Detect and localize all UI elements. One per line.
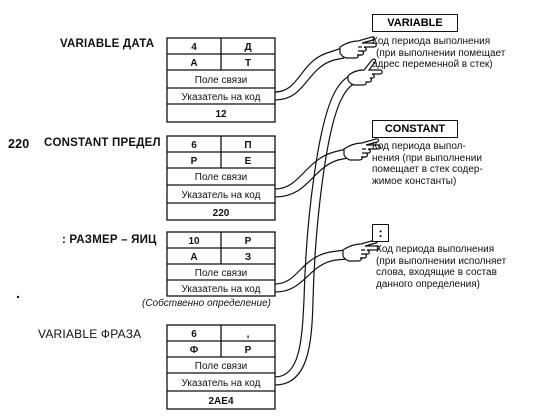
note-line: данного определения) <box>376 278 480 290</box>
routine-note-colon: Код периода выполнения (при выполнении и… <box>376 244 506 290</box>
param-field: 220 <box>213 208 230 219</box>
cell: 6 <box>191 329 197 340</box>
link-field: Поле связи <box>195 75 248 86</box>
pointing-hand-icon <box>342 239 380 262</box>
cell: Е <box>245 156 252 167</box>
param-field: 2АЕ4 <box>208 396 233 407</box>
stray-dot <box>16 295 20 299</box>
code-pointer: Указатель на код <box>182 190 261 201</box>
cell: Т <box>245 58 251 69</box>
cell: З <box>245 252 251 263</box>
param-field: 12 <box>215 109 227 120</box>
note-line: слова, входящие в состав <box>376 267 497 278</box>
cell: 6 <box>191 140 197 151</box>
note-line: Код периода выпол- <box>372 141 466 152</box>
note-line: Код периода выполнения <box>372 36 491 47</box>
cell: , <box>247 329 250 340</box>
cell: Д <box>244 42 251 53</box>
cell: А <box>190 58 197 69</box>
pointer-tube-4 <box>274 73 353 378</box>
code-pointer: Указатель на код <box>182 378 261 389</box>
note-line: нения (при выполнении <box>372 152 482 164</box>
word-block-data <box>166 37 276 123</box>
routine-note-variable: Код периода выполнения (при выполнении п… <box>372 36 505 71</box>
note-line: помещает в стек содер- <box>372 164 483 175</box>
label-variable-phrase: VARIABLE ФРАЗА <box>38 327 142 341</box>
label-variable-data: VARIABLE ДАТА <box>60 38 155 50</box>
code-pointer: Указатель на код <box>182 92 261 103</box>
routine-header-constant: CONSTANT <box>372 120 458 138</box>
routine-header-variable: VARIABLE <box>372 14 458 32</box>
routine-note-constant: Код периода выпол- нения (при выполнении… <box>372 141 483 187</box>
pointer-tube-1 <box>274 47 343 93</box>
note-line: адрес переменной в стек) <box>372 59 493 70</box>
cell: Р <box>245 236 252 247</box>
link-field: Поле связи <box>195 268 248 279</box>
cell: 4 <box>191 42 197 53</box>
pointer-tube-2 <box>274 148 347 190</box>
routine-header-colon: : <box>372 224 389 242</box>
pointing-hand-icon <box>339 36 377 59</box>
word-block-limit <box>166 135 276 221</box>
note-line: (при выполнении помещает <box>376 47 506 59</box>
label-colon-definition: : РАЗМЕР – ЯИЦ <box>62 234 157 246</box>
pointer-tube-3 <box>274 249 346 285</box>
cell: П <box>244 140 251 151</box>
label-own-definition: (Собственно определение) <box>142 298 271 309</box>
note-line: Код периода выполнения <box>376 244 495 255</box>
word-block-egg-size <box>166 231 276 297</box>
word-block-phrase <box>166 324 276 410</box>
cell: Ф <box>190 345 199 356</box>
label-constant-limit: CONSTANT ПРЕДЕЛ <box>44 137 161 149</box>
pointer-arrows <box>274 47 357 386</box>
cell: А <box>190 252 197 263</box>
cell: Р <box>245 345 252 356</box>
code-pointer: Указатель на код <box>182 284 261 295</box>
link-field: Поле связи <box>195 361 248 372</box>
note-line: жимое константы) <box>372 175 457 187</box>
cell: 10 <box>188 236 200 247</box>
cell: Р <box>191 156 198 167</box>
link-field: Поле связи <box>195 172 248 183</box>
block-cells: 4 Д А Т Поле связи Указатель на код 12 6… <box>182 42 261 407</box>
label-constant-number: 220 <box>8 137 30 151</box>
note-line: (при выполнении исполняет <box>376 255 507 267</box>
